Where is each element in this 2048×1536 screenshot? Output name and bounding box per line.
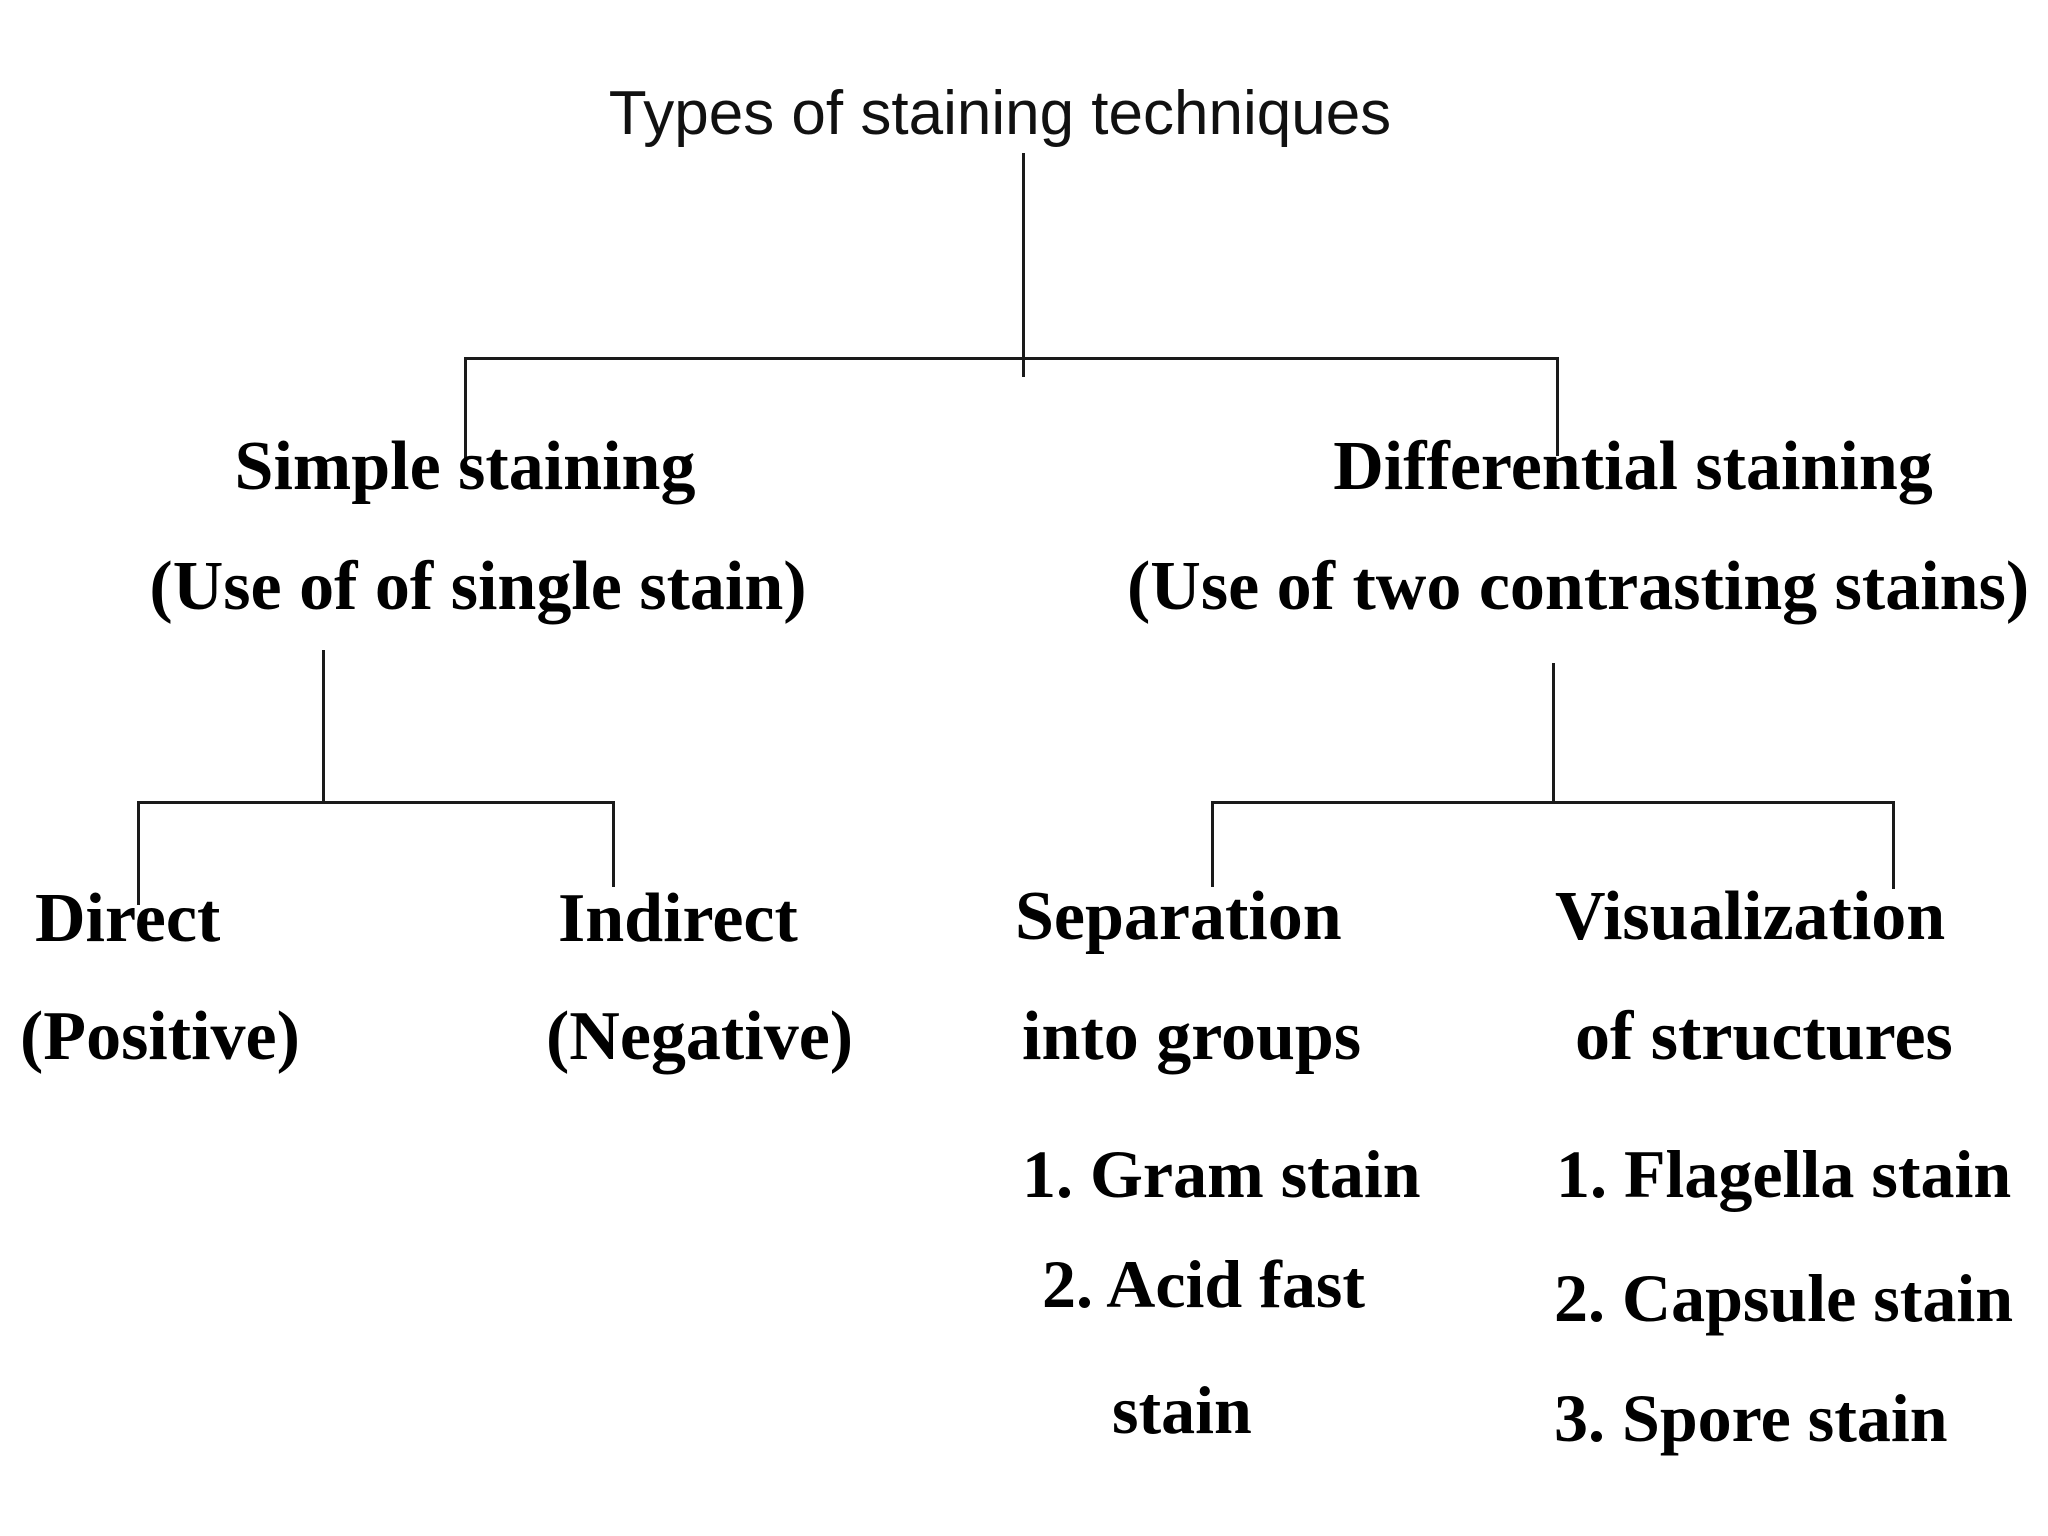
node-differential-staining: Differential staining xyxy=(1333,428,1933,505)
connector-differential-horizontal xyxy=(1211,801,1895,804)
node-simple-staining-detail: (Use of of single stain) xyxy=(149,548,807,625)
node-differential-staining-detail: (Use of two contrasting stains) xyxy=(1127,548,2030,625)
node-indirect: Indirect xyxy=(558,880,798,957)
connector-indirect-drop xyxy=(612,801,615,887)
list-item-spore-stain: 3. Spore stain xyxy=(1554,1380,1948,1456)
node-visualization: Visualization xyxy=(1555,878,1946,955)
connector-visualization-drop xyxy=(1892,801,1895,889)
node-indirect-detail: (Negative) xyxy=(546,998,854,1075)
node-simple-staining: Simple staining xyxy=(234,428,696,505)
node-separation-detail: into groups xyxy=(1022,998,1362,1075)
list-item-capsule-stain: 2. Capsule stain xyxy=(1554,1260,2014,1336)
connector-level1-horizontal xyxy=(464,357,1559,360)
connector-differential-drop xyxy=(1556,357,1559,456)
connector-simple-horizontal xyxy=(137,801,615,804)
connector-differential-stem xyxy=(1552,663,1555,804)
diagram-title: Types of staining techniques xyxy=(608,79,1392,148)
list-item-acid-fast-wrap: stain xyxy=(1112,1372,1252,1448)
connector-separation-drop xyxy=(1211,801,1214,887)
connector-simple-drop xyxy=(464,357,467,460)
connector-direct-drop xyxy=(137,801,140,905)
list-item-acid-fast: 2. Acid fast xyxy=(1042,1246,1365,1322)
node-visualization-detail: of structures xyxy=(1575,998,1953,1075)
connector-simple-stem xyxy=(322,650,325,804)
node-separation: Separation xyxy=(1015,878,1342,955)
connector-title-stem xyxy=(1022,153,1025,377)
node-direct-detail: (Positive) xyxy=(20,998,300,1075)
node-direct: Direct xyxy=(35,880,221,957)
list-item-flagella-stain: 1. Flagella stain xyxy=(1556,1136,2012,1212)
list-item-gram-stain: 1. Gram stain xyxy=(1022,1136,1421,1212)
